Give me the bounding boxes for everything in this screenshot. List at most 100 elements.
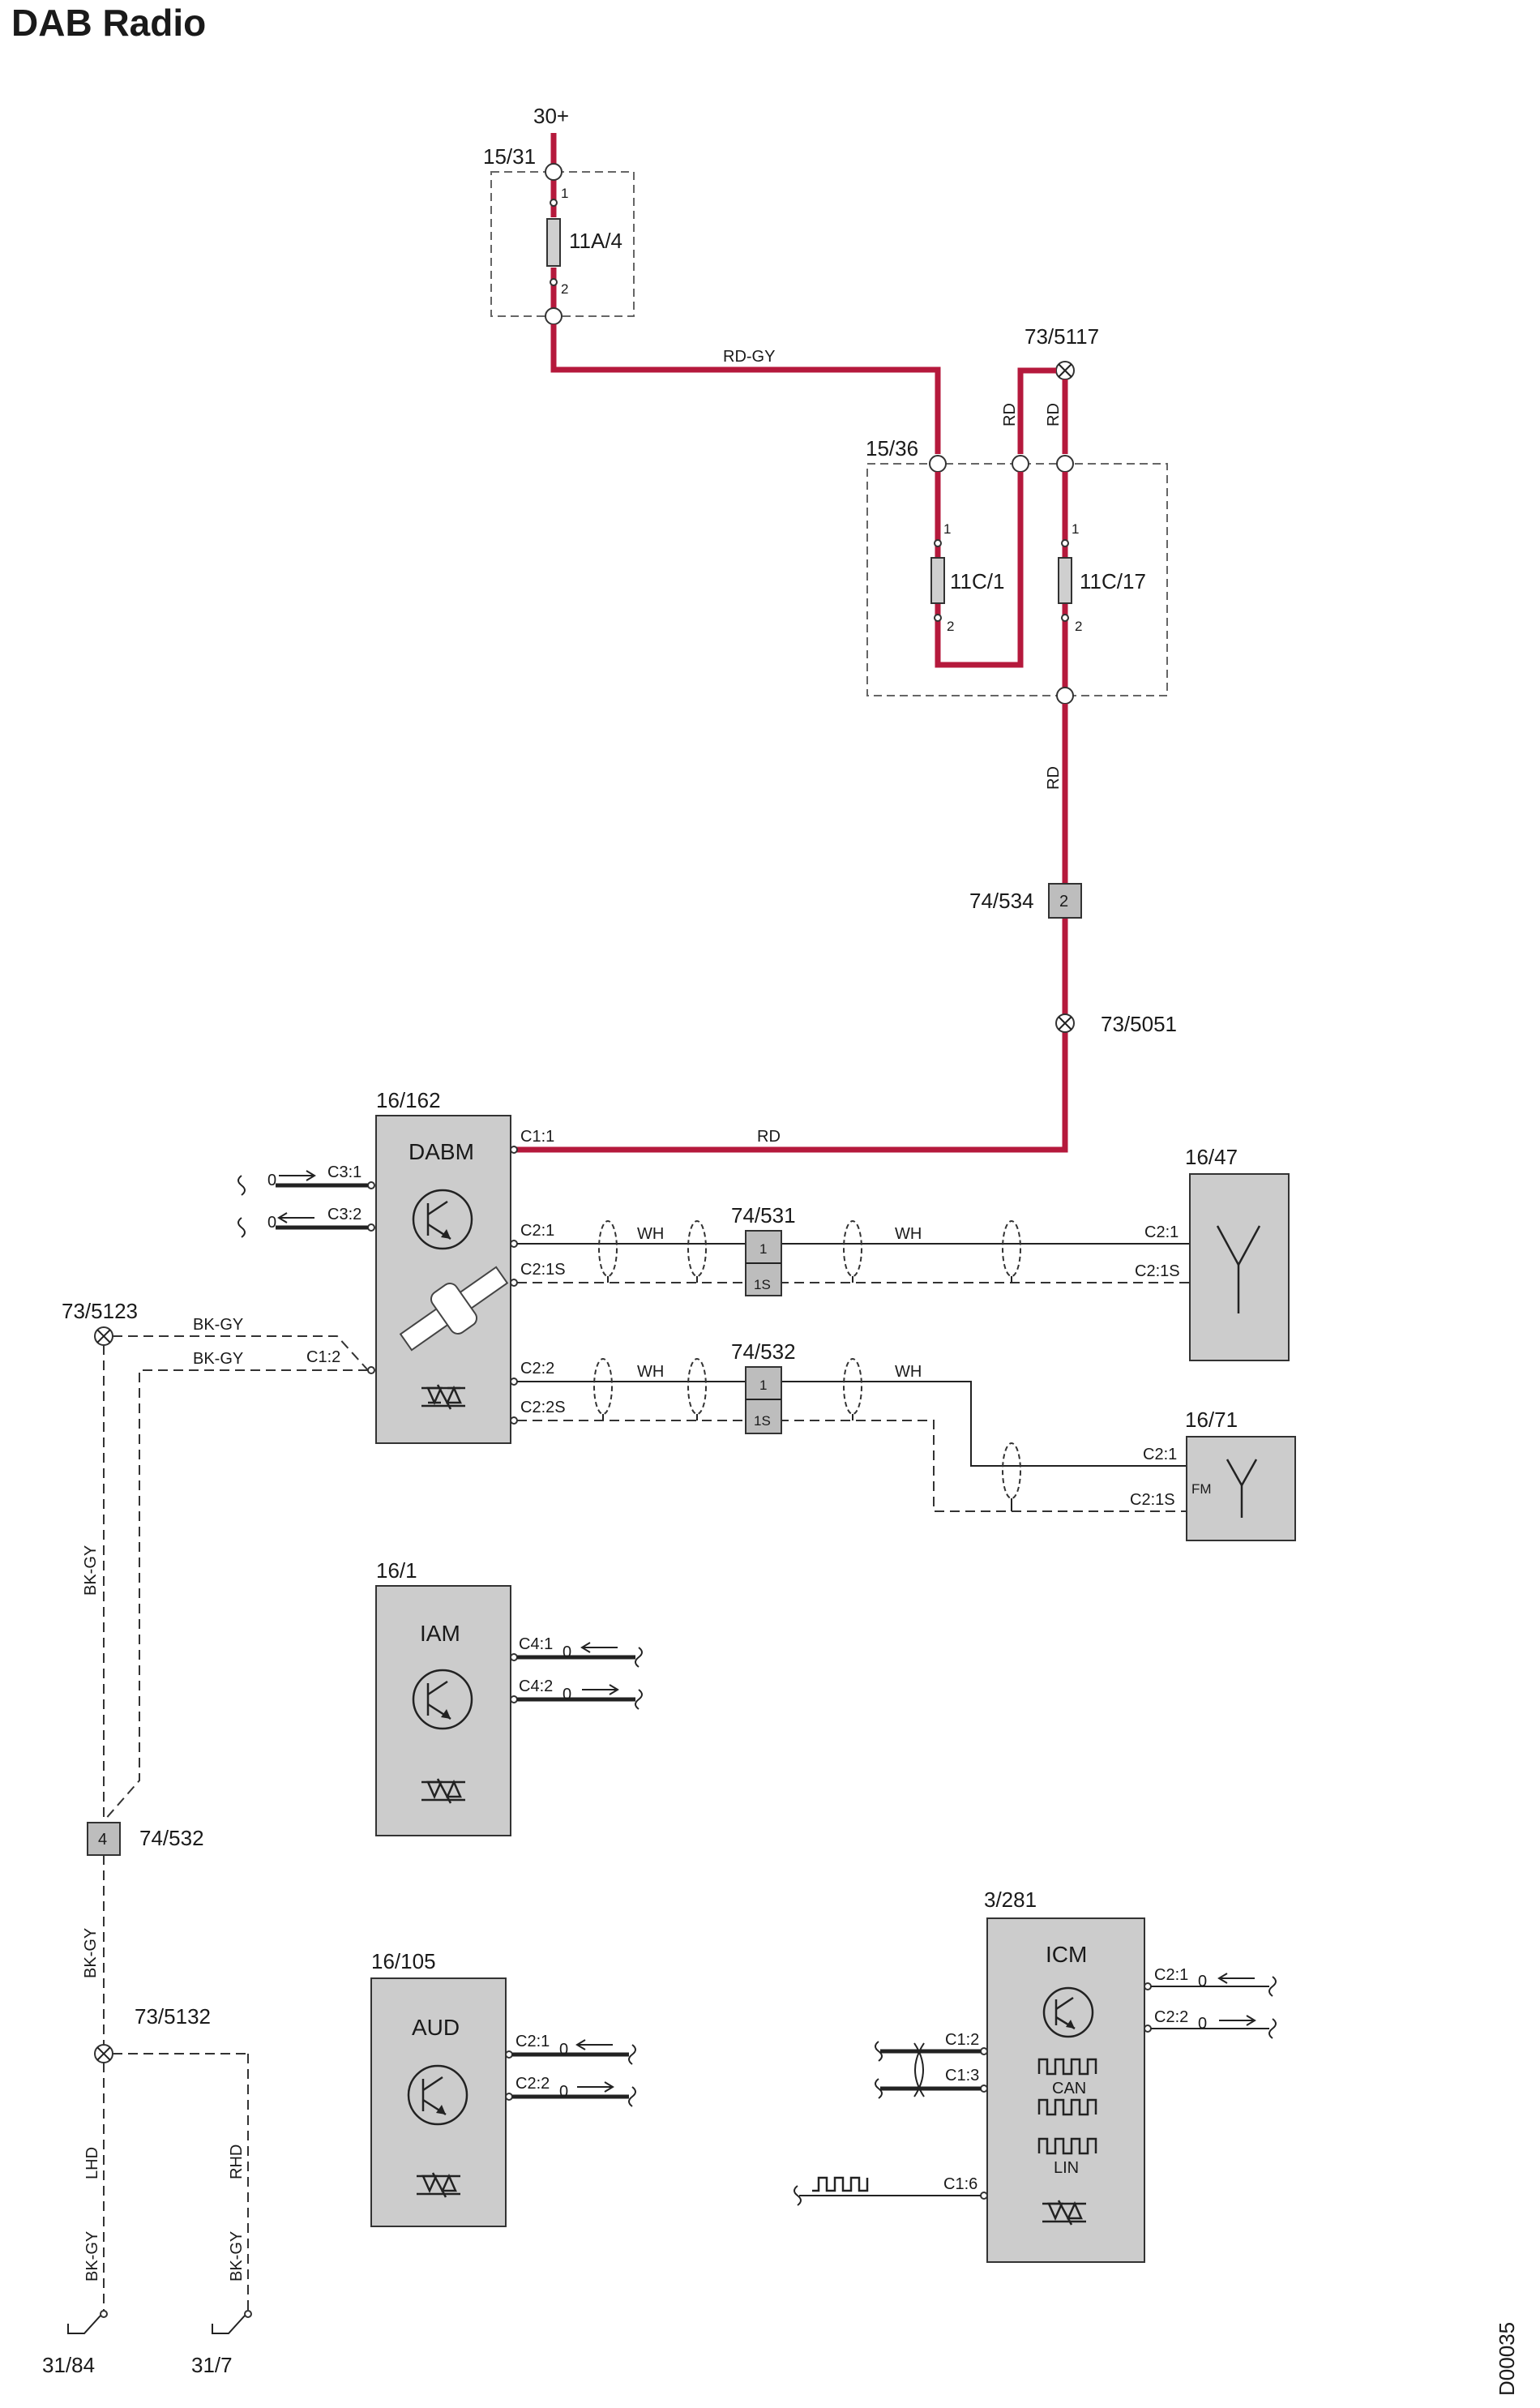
- dabm-pin-c2-2s: [510, 1416, 518, 1425]
- diode-bridge-icon: [1042, 2200, 1086, 2226]
- antenna-dab-id: 16/47: [1185, 1145, 1238, 1169]
- dabm-pin-c2-1s: [510, 1279, 518, 1287]
- ground-1-label: 31/84: [42, 2353, 95, 2377]
- wire-rd-label-1: RD: [1001, 403, 1019, 426]
- icm-pin-c2-1-label: C2:1: [1154, 1966, 1188, 1984]
- icm-c2-2-zero: 0: [1198, 2015, 1207, 2033]
- iam-pin-c4-1: [510, 1653, 518, 1661]
- antenna-dab: [1189, 1173, 1290, 1361]
- fuse-box-1-top-node: [545, 163, 563, 181]
- icm-pin-c2-2: [1144, 2025, 1152, 2033]
- fuse-11c1-pin-out: 2: [947, 619, 954, 634]
- aud-c2-2-zero: 0: [559, 2083, 568, 2101]
- fuse-11c1-pin-in: 1: [943, 521, 951, 537]
- shield-marker-icon: [593, 1358, 1021, 1511]
- diode-bridge-icon: [421, 1778, 465, 1804]
- connector-531-id: 74/531: [731, 1203, 796, 1228]
- fuse-box-2-node-c: [1056, 455, 1074, 473]
- arrow-left-icon: [580, 1642, 618, 1653]
- wire-rhd-color-label: BK-GY: [228, 2231, 246, 2282]
- antenna-dab-pin-1: C2:1: [1144, 1223, 1179, 1241]
- fuse-11c1-pin-node-2: [934, 614, 942, 622]
- aud-c2-1-break-icon: [628, 2044, 636, 2065]
- dabm-pin-c2-2s-label: C2:2S: [520, 1399, 566, 1416]
- connector-532-pin-s: 1S: [754, 1413, 771, 1429]
- connector-534: [1048, 883, 1082, 919]
- aud-name: AUD: [412, 2015, 460, 2040]
- icm-c2-1-break-icon: [1268, 1976, 1277, 1997]
- fuse-box-1-pin-in: 1: [561, 186, 568, 201]
- icm-lin-break-icon: [794, 2185, 802, 2206]
- wire-bk-gy-2: [103, 1369, 368, 1822]
- dabm-c3-1-zero: 0: [267, 1172, 276, 1189]
- dabm-c3-2-zero: 0: [267, 1214, 276, 1232]
- dabm-pin-c3-1-label: C3:1: [327, 1163, 361, 1181]
- fuse-11c17-pin-out: 2: [1075, 619, 1082, 634]
- wire-wh-label-2: WH: [895, 1225, 922, 1243]
- lin-signal-icon: [1037, 2137, 1097, 2155]
- dabm-pin-c2-1s-label: C2:1S: [520, 1261, 566, 1279]
- fuse-box-2-bottom-node: [1056, 687, 1074, 705]
- ground-2-icon: [212, 2315, 246, 2334]
- icm-can-label: CAN: [1052, 2080, 1086, 2097]
- iam-module: [375, 1585, 511, 1836]
- dabm-pin-c2-2: [510, 1378, 518, 1386]
- fuse-11c17-label: 11C/17: [1080, 569, 1146, 593]
- fuse-box-2-loop-wire: [935, 472, 1024, 668]
- icm-can-high-break-icon: [875, 2041, 883, 2062]
- can-signal-icon: [1037, 2058, 1097, 2076]
- splice-5123-label: 73/5123: [62, 1299, 138, 1323]
- wire-rd-label-2: RD: [1045, 403, 1063, 426]
- connector-534-pin: 2: [1059, 893, 1068, 910]
- splice-5051-icon: [1055, 1013, 1075, 1033]
- shield-marker-icon: [598, 1220, 1021, 1283]
- dabm-pin-c2-1-label: C2:1: [520, 1222, 554, 1240]
- connector-532-ground-id: 74/532: [139, 1826, 204, 1850]
- icm-pin-c2-2-label: C2:2: [1154, 2008, 1188, 2026]
- splice-5051-label: 73/5051: [1101, 1012, 1177, 1036]
- icm-can-low-break-icon: [875, 2078, 883, 2099]
- ground-1-node: [100, 2310, 108, 2318]
- dabm-id: 16/162: [376, 1088, 441, 1112]
- arrow-left-icon: [1217, 1973, 1255, 1984]
- connector-531-pin: 1: [759, 1241, 767, 1257]
- iam-c4-2-zero: 0: [563, 1686, 571, 1703]
- antenna-fm-pin-1: C2:1: [1143, 1446, 1177, 1463]
- connector-532-ground-pin: 4: [98, 1831, 107, 1849]
- fuse-box-1-id: 15/31: [483, 144, 536, 169]
- fuse-11c1-pin-node-1: [934, 539, 942, 547]
- supply-label: 30+: [533, 104, 569, 128]
- diode-bridge-icon: [417, 2172, 460, 2198]
- dabm-pin-c3-2-label: C3:2: [327, 1206, 361, 1223]
- connector-534-id: 74/534: [969, 889, 1034, 913]
- wire-fm-shield: [517, 1420, 1187, 1512]
- iam-pin-c4-1-label: C4:1: [519, 1635, 553, 1653]
- fuse-11a4-label: 11A/4: [569, 229, 622, 253]
- arrow-right-icon: [577, 2081, 614, 2093]
- aud-pin-c2-1: [505, 2050, 513, 2059]
- arrow-right-icon: [279, 1170, 316, 1181]
- ground-2-node: [244, 2310, 252, 2318]
- wire-rd-gy-label: RD-GY: [723, 348, 775, 366]
- aud-id: 16/105: [371, 1949, 436, 1973]
- icm-c2-2-break-icon: [1268, 2018, 1277, 2039]
- arrow-right-icon: [1219, 2015, 1256, 2026]
- arrow-right-icon: [582, 1684, 619, 1695]
- transistor-icon: [412, 1669, 473, 1730]
- aud-pin-c2-1-label: C2:1: [515, 2033, 550, 2050]
- antenna-icon: [1226, 1459, 1258, 1518]
- antenna-fm-label: FM: [1191, 1481, 1212, 1497]
- wire-bk-gy-label-2: BK-GY: [193, 1350, 243, 1368]
- wire-wh-label-3: WH: [637, 1363, 664, 1381]
- dabm-pin-c2-1: [510, 1240, 518, 1248]
- wire-wh-label-4: WH: [895, 1363, 922, 1381]
- dabm-name: DABM: [409, 1139, 474, 1164]
- wire-lhd-label: LHD: [83, 2147, 101, 2179]
- transistor-icon: [412, 1189, 473, 1250]
- icm-lin-label: LIN: [1054, 2159, 1079, 2177]
- icm-pin-c2-1: [1144, 1982, 1152, 1990]
- icm-pin-c1-3: [980, 2085, 988, 2093]
- wire-rd-label-3: RD: [1045, 766, 1063, 790]
- connector-532-ground: [87, 1822, 121, 1856]
- diode-bridge-icon: [421, 1384, 465, 1410]
